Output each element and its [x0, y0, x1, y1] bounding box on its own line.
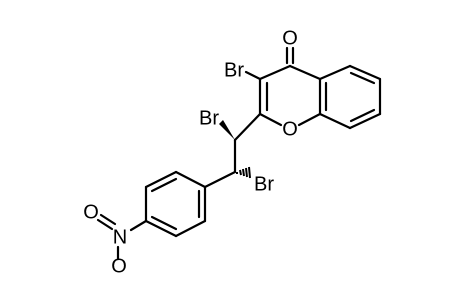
bond-c4a-c5 [318, 64, 352, 81]
atom-bromine-beta: Br [254, 173, 274, 195]
bond-ph4-n [129, 219, 148, 232]
atom-carbonyl-oxygen: O [282, 27, 298, 49]
bond-cbeta-ph [203, 170, 237, 189]
bond-c4-c4a [288, 64, 322, 81]
hash-cbeta-br [236, 166, 251, 179]
bond-n-o-top-a [96, 218, 114, 231]
atom-bromine-3: Br [224, 59, 244, 81]
bond-c5-c6 [348, 64, 382, 81]
atom-nitro-oxygen-top: O [83, 201, 99, 223]
bond-c7-c8 [348, 112, 382, 130]
atom-bromine-alpha: Br [199, 107, 219, 129]
wedge-calpha-br [219, 120, 235, 140]
bond-c8-c8a [318, 112, 352, 130]
atom-nitro-nitrogen: N [113, 226, 127, 248]
bond-c2-calpha [233, 112, 262, 142]
bond-ph1-ph2 [174, 170, 207, 189]
bond-c3-c4 [258, 64, 292, 81]
atom-ring-oxygen: O [282, 118, 298, 140]
bond-n-o-top-b [99, 213, 117, 226]
bond-ph4-ph5 [144, 219, 178, 238]
bond-ph2-ph3-inner [150, 177, 178, 193]
atom-nitro-oxygen-bottom: O [111, 255, 127, 277]
bond-ph5-ph6 [174, 219, 207, 238]
bond-c5-c6-inner [349, 71, 376, 85]
bond-c8a-o1 [297, 112, 322, 127]
bond-ph2-ph3 [144, 170, 178, 189]
bond-o1-c2 [258, 112, 283, 127]
bond-c3-br [244, 70, 262, 81]
bond-ph4-ph5-inner [150, 215, 178, 231]
bond-c7-c8-inner [349, 108, 376, 123]
